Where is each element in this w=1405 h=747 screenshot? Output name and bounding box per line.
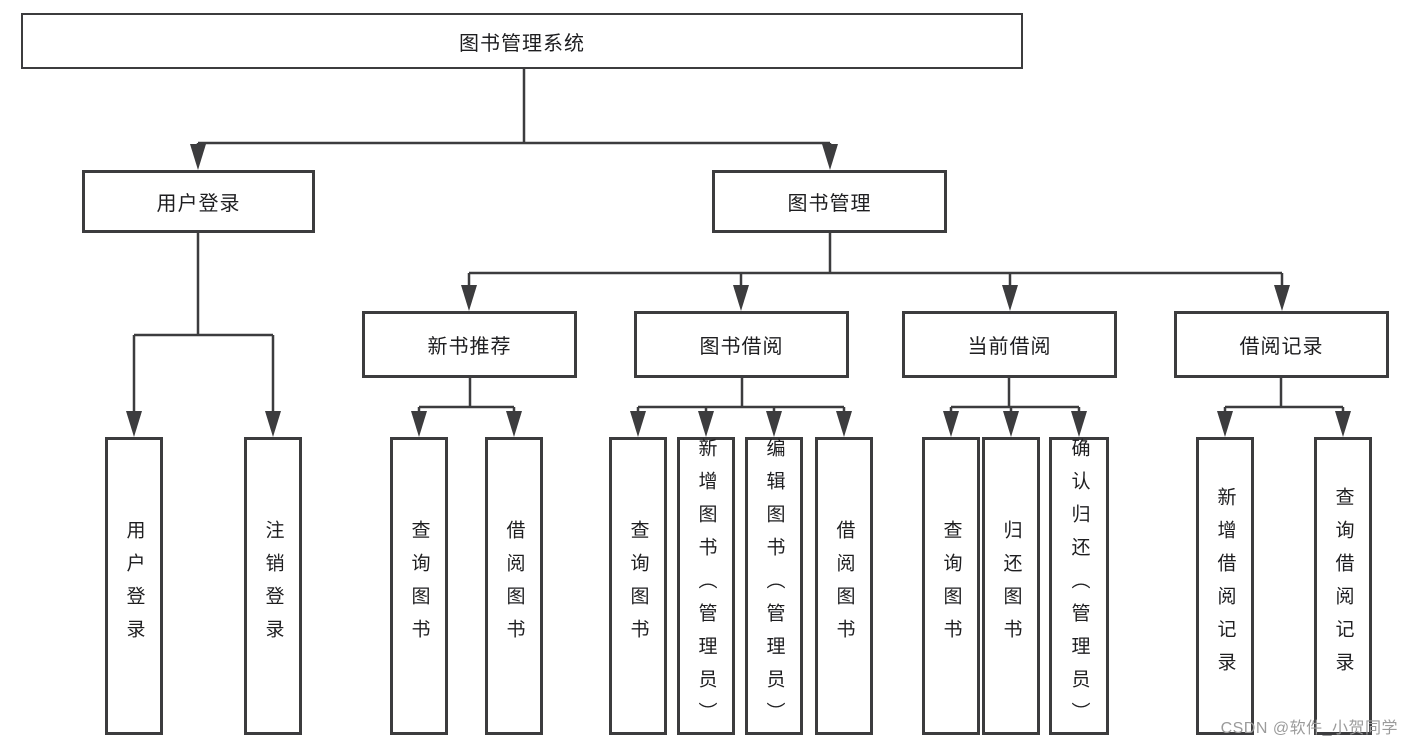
arrowhead-leaf-query-record bbox=[1335, 411, 1351, 437]
arrowhead-leaf-logout bbox=[265, 411, 281, 437]
leaf-label: 借阅图书 bbox=[503, 520, 525, 652]
arrowhead-leaf-borrow-book-rec bbox=[506, 411, 522, 437]
node-leaf-query-current: 查询图书 bbox=[922, 437, 980, 735]
leaf-label: 注销登录 bbox=[262, 520, 284, 652]
arrowhead-leaf-return-book bbox=[1003, 411, 1019, 437]
node-leaf-return-book: 归还图书 bbox=[982, 437, 1040, 735]
leaf-label: 查询图书 bbox=[627, 520, 649, 652]
node-leaf-add-book: 新增图书（管理员） bbox=[677, 437, 735, 735]
arrowhead-leaf-add-book bbox=[698, 411, 714, 437]
arrowhead-leaf-query-book-rec bbox=[411, 411, 427, 437]
node-leaf-borrow-book: 借阅图书 bbox=[815, 437, 873, 735]
arrowhead-borrow-records bbox=[1274, 285, 1290, 311]
node-root: 图书管理系统 bbox=[21, 13, 1023, 69]
leaf-label: 查询借阅记录 bbox=[1332, 487, 1354, 685]
arrowhead-leaf-edit-book bbox=[766, 411, 782, 437]
arrowhead-book-borrow bbox=[733, 285, 749, 311]
leaf-label: 查询图书 bbox=[408, 520, 430, 652]
leaf-label: 查询图书 bbox=[940, 520, 962, 652]
arrowhead-user-login bbox=[190, 144, 206, 170]
node-leaf-query-book-rec: 查询图书 bbox=[390, 437, 448, 735]
leaf-label: 新增图书（管理员） bbox=[695, 437, 717, 735]
arrowhead-leaf-user-login bbox=[126, 411, 142, 437]
arrowhead-leaf-query-current bbox=[943, 411, 959, 437]
node-leaf-edit-book: 编辑图书（管理员） bbox=[745, 437, 803, 735]
arrowhead-leaf-query-book-borrow bbox=[630, 411, 646, 437]
node-leaf-add-record: 新增借阅记录 bbox=[1196, 437, 1254, 735]
node-user-login: 用户登录 bbox=[82, 170, 315, 233]
arrowhead-leaf-borrow-book bbox=[836, 411, 852, 437]
leaf-label: 新增借阅记录 bbox=[1214, 487, 1236, 685]
node-new-book-rec: 新书推荐 bbox=[362, 311, 577, 378]
node-leaf-borrow-book-rec: 借阅图书 bbox=[485, 437, 543, 735]
node-leaf-query-book-borrow: 查询图书 bbox=[609, 437, 667, 735]
node-leaf-logout: 注销登录 bbox=[244, 437, 302, 735]
arrowhead-book-mgmt bbox=[822, 144, 838, 170]
leaf-label: 借阅图书 bbox=[833, 520, 855, 652]
arrowhead-current-borrow bbox=[1002, 285, 1018, 311]
node-borrow-records: 借阅记录 bbox=[1174, 311, 1389, 378]
arrowhead-leaf-add-record bbox=[1217, 411, 1233, 437]
node-book-mgmt: 图书管理 bbox=[712, 170, 947, 233]
node-leaf-query-record: 查询借阅记录 bbox=[1314, 437, 1372, 735]
node-current-borrow: 当前借阅 bbox=[902, 311, 1117, 378]
arrowhead-leaf-confirm-return bbox=[1071, 411, 1087, 437]
leaf-label: 编辑图书（管理员） bbox=[763, 437, 785, 735]
arrowhead-new-book-rec bbox=[461, 285, 477, 311]
csdn-watermark: CSDN @软件_小贺同学 bbox=[1220, 720, 1398, 737]
leaf-label: 用户登录 bbox=[123, 520, 145, 652]
node-leaf-confirm-return: 确认归还（管理员） bbox=[1049, 437, 1109, 735]
leaf-label: 归还图书 bbox=[1000, 520, 1022, 652]
node-leaf-user-login: 用户登录 bbox=[105, 437, 163, 735]
leaf-label: 确认归还（管理员） bbox=[1068, 437, 1090, 735]
node-book-borrow: 图书借阅 bbox=[634, 311, 849, 378]
